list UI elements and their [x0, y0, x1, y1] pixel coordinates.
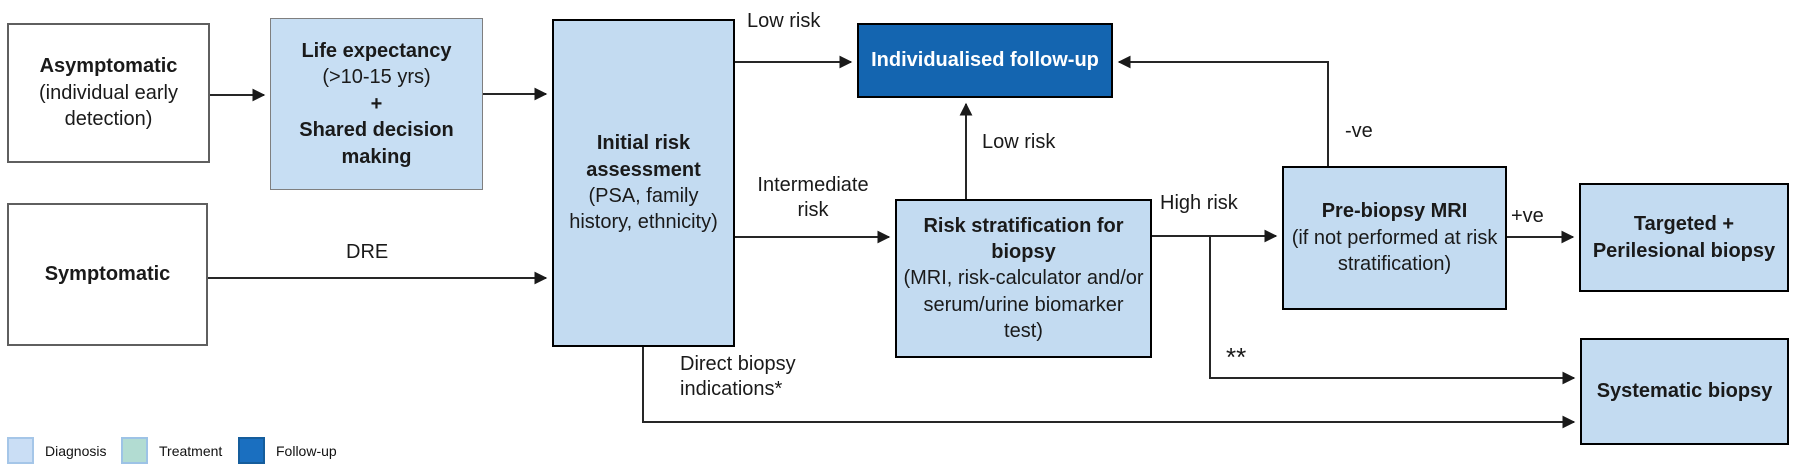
legend-label-diagnosis: Diagnosis: [45, 442, 107, 459]
pre-biopsy-mri-subtitle: (if not performed at risk stratification…: [1291, 226, 1498, 276]
individualised-followup-title: Individualised follow-up: [871, 49, 1099, 72]
node-asymptomatic: Asymptomatic (individual early detection…: [7, 23, 210, 163]
legend-item-followup: Follow-up: [238, 437, 337, 464]
edge-label-double-asterisk: **: [1226, 342, 1247, 372]
life-expectancy-line1: Life expectancy: [301, 40, 452, 63]
systematic-biopsy-title: Systematic biopsy: [1596, 380, 1773, 403]
legend-item-treatment: Treatment: [121, 437, 222, 464]
legend-label-followup: Follow-up: [276, 442, 337, 459]
connector-doubleasterisk-to-systematic-biopsy: [1209, 236, 1576, 385]
edge-label-low-risk-mid: Low risk: [982, 131, 1056, 153]
node-targeted-perilesional-biopsy: Targeted + Perilesional biopsy: [1579, 183, 1789, 292]
pre-biopsy-mri-title: Pre-biopsy MRI: [1321, 200, 1468, 223]
edge-label-low-risk-top: Low risk: [747, 10, 821, 32]
connector-negative-mri-to-followup: [1117, 55, 1329, 166]
legend-item-diagnosis: Diagnosis: [7, 437, 106, 464]
life-expectancy-line3: +: [370, 92, 383, 115]
node-asymptomatic-title: Asymptomatic: [39, 55, 178, 78]
treatment-swatch-icon: [121, 437, 148, 464]
node-life-expectancy: Life expectancy (>10-15 yrs) + Shared de…: [270, 18, 483, 190]
edge-label-intermediate-risk: Intermediate risk: [757, 174, 869, 221]
node-risk-stratification: Risk stratification for biopsy (MRI, ris…: [895, 199, 1152, 358]
initial-risk-title: Initial risk assessment: [586, 132, 701, 181]
initial-risk-subtitle: (PSA, family history, ethnicity): [569, 185, 718, 234]
node-initial-risk-assessment: Initial risk assessment (PSA, family his…: [552, 19, 735, 347]
node-symptomatic: Symptomatic: [7, 203, 208, 346]
legend: Diagnosis Treatment Follow-up: [0, 437, 420, 471]
followup-swatch-icon: [238, 437, 265, 464]
edge-label-direct-biopsy-indications: Direct biopsy indications*: [680, 353, 796, 400]
legend-label-treatment: Treatment: [159, 442, 223, 459]
life-expectancy-line2: (>10-15 yrs): [322, 66, 431, 89]
node-symptomatic-title: Symptomatic: [44, 263, 171, 286]
life-expectancy-line4: Shared decision making: [299, 119, 454, 168]
edge-label-positive: +ve: [1511, 205, 1544, 227]
risk-stratification-subtitle: (MRI, risk-calculator and/or serum/urine…: [903, 267, 1144, 343]
edge-label-dre: DRE: [346, 241, 389, 263]
targeted-biopsy-title: Targeted + Perilesional biopsy: [1592, 213, 1776, 262]
node-pre-biopsy-mri: Pre-biopsy MRI (if not performed at risk…: [1282, 166, 1507, 310]
node-asymptomatic-subtitle: (individual early detection): [39, 81, 178, 131]
node-systematic-biopsy: Systematic biopsy: [1580, 338, 1789, 445]
connector-direct-biopsy-to-systematic-biopsy: [642, 347, 1576, 429]
risk-stratification-title: Risk stratification for biopsy: [923, 214, 1124, 263]
node-individualised-followup: Individualised follow-up: [857, 23, 1113, 98]
edge-label-high-risk: High risk: [1160, 192, 1238, 214]
edge-label-negative: -ve: [1345, 120, 1373, 142]
diagnosis-swatch-icon: [7, 437, 34, 464]
